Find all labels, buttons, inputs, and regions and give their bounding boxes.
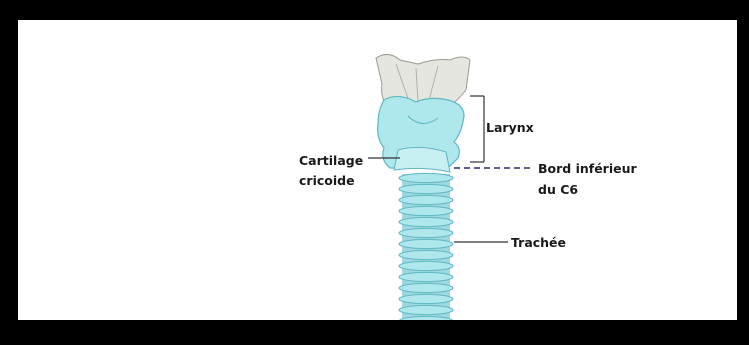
cartilage-label-line1: Cartilage xyxy=(299,152,363,169)
trachea-rings xyxy=(399,173,453,320)
trachea-ring xyxy=(399,272,453,281)
trachea-ring xyxy=(399,261,453,270)
trachea-ring xyxy=(399,206,453,215)
cricoid-cartilage xyxy=(394,147,450,172)
trachea-ring xyxy=(399,250,453,259)
trachea-ring xyxy=(399,184,453,193)
trachea-ring xyxy=(399,228,453,237)
trachea-ring xyxy=(399,283,453,292)
larynx-label: Larynx xyxy=(486,119,534,136)
trachea-ring xyxy=(399,294,453,303)
trachea-ring xyxy=(399,173,453,182)
diagram-panel: Larynx Cartilage cricoide Bord inférieur… xyxy=(18,20,737,320)
trachea-ring xyxy=(399,195,453,204)
trachea-ring xyxy=(399,305,453,314)
bord-inferieur-label-line1: Bord inférieur xyxy=(538,160,637,177)
trachee-label: Trachée xyxy=(511,234,566,251)
trachea-ring xyxy=(399,239,453,248)
trachea-ring xyxy=(399,217,453,226)
bord-inferieur-label-line2: du C6 xyxy=(538,181,578,198)
cartilage-label-line2: cricoide xyxy=(299,172,355,189)
bottom-black-bar xyxy=(0,320,749,345)
